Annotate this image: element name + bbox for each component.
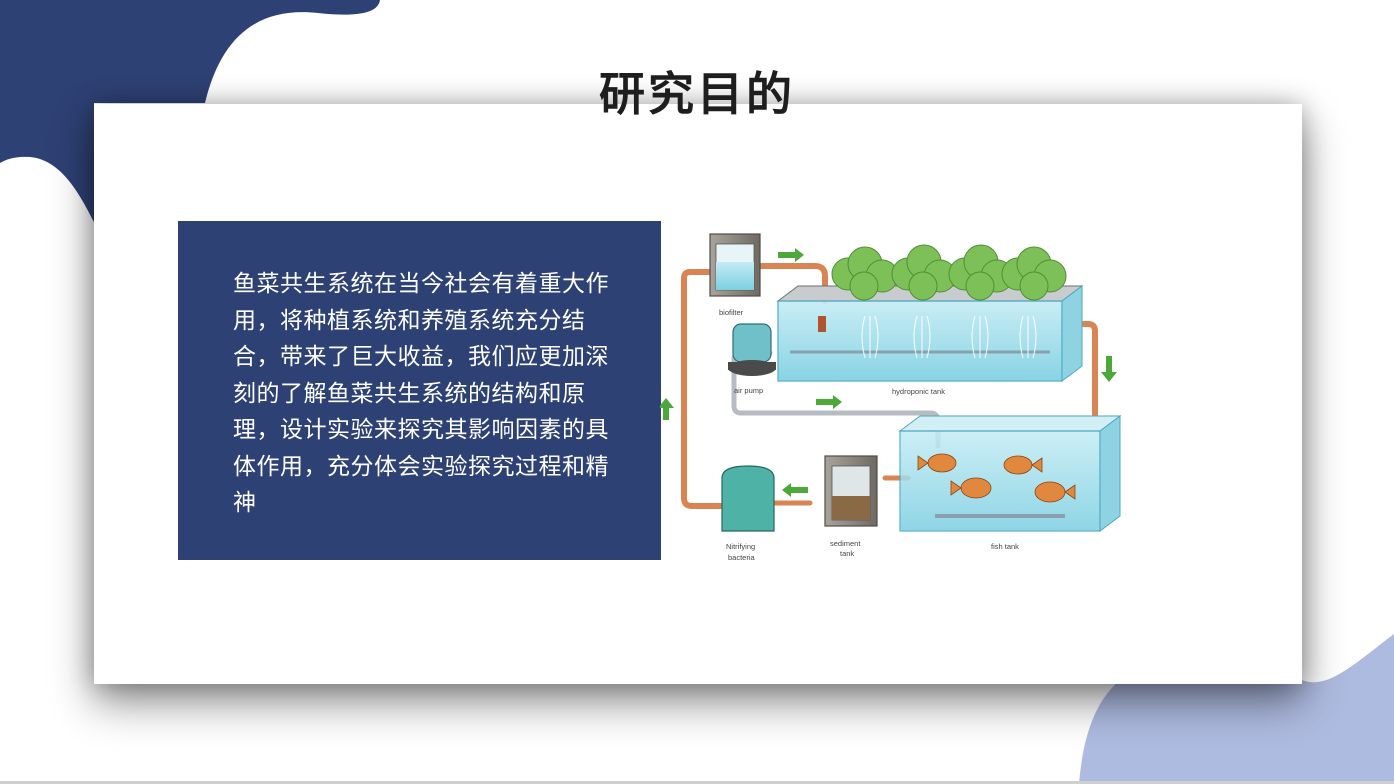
label-hydroponic-tank: hydroponic tank xyxy=(892,387,945,396)
label-fish-tank: fish tank xyxy=(991,542,1019,551)
bottom-divider xyxy=(0,781,1394,784)
biofilter xyxy=(709,233,761,297)
label-biofilter: biofilter xyxy=(719,308,744,317)
label-bacteria: bacteria xyxy=(728,553,756,562)
fish-tank xyxy=(898,415,1122,532)
lettuce-plants xyxy=(831,244,1067,301)
label-nitrifying: Nitrifying xyxy=(726,542,755,551)
label-air-pump: air pump xyxy=(734,386,763,395)
decorative-navy-shape xyxy=(0,0,380,222)
sediment-tank xyxy=(824,455,878,527)
body-text: 鱼菜共生系统在当今社会有着重大作用，将种植系统和养殖系统充分结合，带来了巨大收益… xyxy=(233,271,609,516)
page-title: 研究目的 xyxy=(599,67,795,121)
label-sediment: sediment xyxy=(830,539,861,548)
aquaponics-diagram: biofilter air pump hydroponic tank xyxy=(660,233,1122,562)
flow-arrows xyxy=(660,248,1117,497)
air-pump xyxy=(728,323,776,376)
text-panel: 鱼菜共生系统在当今社会有着重大作用，将种植系统和养殖系统充分结合，带来了巨大收益… xyxy=(178,221,661,560)
label-sediment-tank: tank xyxy=(840,549,854,558)
nitrifying-bacteria-tank xyxy=(721,465,775,532)
